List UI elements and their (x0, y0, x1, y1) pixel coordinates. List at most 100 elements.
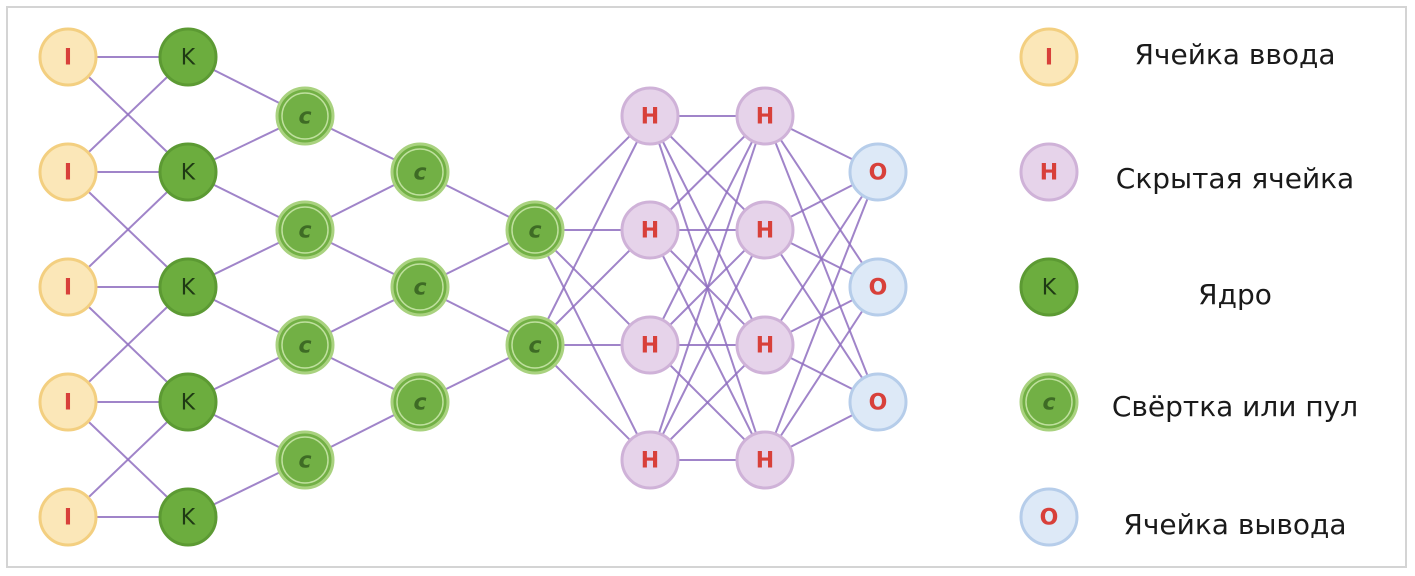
conv-neuron-circle (275, 200, 335, 260)
kernel-neuron-letter: K (181, 276, 196, 301)
conv-neuron-ring (281, 436, 329, 484)
hidden-neuron: H (735, 86, 795, 146)
conv-neuron: c (505, 200, 565, 260)
hidden-neuron-circle (620, 200, 680, 260)
input-neuron-circle (38, 257, 98, 317)
conv-neuron-ring (396, 378, 444, 426)
input-neuron-circle (38, 27, 98, 87)
kernel-neuron-circle (158, 142, 218, 202)
conv-neuron-circle (390, 372, 450, 432)
hidden-neuron-letter: H (641, 105, 659, 130)
conv-neuron: c (505, 315, 565, 375)
kernel-neuron-circle (158, 257, 218, 317)
output-neuron: O (848, 142, 908, 202)
input-neuron-circle (38, 142, 98, 202)
conv-neuron-ring (396, 263, 444, 311)
conv-neuron-letter: c (413, 276, 426, 301)
connection-line (534, 115, 651, 346)
conv-neuron-ring (281, 321, 329, 369)
hidden-neuron-circle (620, 86, 680, 146)
hidden-neuron-letter: H (756, 334, 774, 359)
output-neuron-letter: O (869, 276, 888, 301)
input-neuron: I (38, 142, 98, 202)
legend-output-icon-letter: O (1040, 506, 1059, 531)
legend-label-conv: Свёртка или пул (1111, 390, 1359, 423)
kernel-neuron: K (158, 372, 218, 432)
legend-kernel-icon-circle (1019, 257, 1079, 317)
conv-neuron-circle (275, 315, 335, 375)
conv-neuron: c (390, 372, 450, 432)
legend-input-icon: I (1019, 27, 1079, 87)
hidden-neuron-letter: H (756, 219, 774, 244)
input-neuron-circle (38, 487, 98, 547)
conv-neuron: c (275, 315, 335, 375)
conv-neuron-letter: c (298, 105, 311, 130)
conv-neuron-ring (396, 148, 444, 196)
hidden-neuron-circle (620, 315, 680, 375)
legend-output-icon-circle (1019, 487, 1079, 547)
hidden-neuron: H (735, 200, 795, 260)
conv-neuron-ring (281, 92, 329, 140)
conv-neuron-circle (505, 200, 565, 260)
kernel-neuron: K (158, 487, 218, 547)
conv-neuron: c (275, 200, 335, 260)
connection-line (764, 171, 879, 461)
input-neuron-letter: I (64, 276, 72, 301)
kernel-neuron: K (158, 27, 218, 87)
kernel-neuron-letter: K (181, 391, 196, 416)
connection-line (764, 286, 879, 461)
legend-input-icon-circle (1019, 27, 1079, 87)
conv-neuron: c (390, 142, 450, 202)
output-neuron-circle (848, 257, 908, 317)
kernel-neuron: K (158, 257, 218, 317)
conv-neuron-circle (390, 257, 450, 317)
conv-neuron-letter: c (528, 334, 541, 359)
legend-label-kernel: Ядро (1198, 278, 1272, 311)
conv-neuron-letter: c (298, 219, 311, 244)
legend-hidden-icon-circle (1019, 142, 1079, 202)
input-neuron: I (38, 27, 98, 87)
connection-line (649, 229, 766, 461)
output-neuron: O (848, 372, 908, 432)
conv-neuron: c (275, 430, 335, 490)
kernel-neuron-circle (158, 27, 218, 87)
hidden-neuron: H (735, 430, 795, 490)
legend-conv-icon-letter: c (1042, 391, 1055, 416)
conv-neuron: c (390, 257, 450, 317)
connection-line (649, 115, 766, 461)
legend-conv-icon-circle (1019, 372, 1079, 432)
kernel-neuron-letter: K (181, 46, 196, 71)
input-neuron: I (38, 372, 98, 432)
legend-conv-icon-ring (1025, 378, 1073, 426)
hidden-neuron-letter: H (641, 219, 659, 244)
legend-label-input: Ячейка ввода (1134, 38, 1336, 71)
hidden-neuron: H (620, 200, 680, 260)
connection-line (649, 115, 766, 346)
legend-label-hidden: Скрытая ячейка (1115, 162, 1355, 195)
legend-input-icon-letter: I (1045, 46, 1053, 71)
legend-hidden-icon: H (1019, 142, 1079, 202)
hidden-neuron-letter: H (641, 334, 659, 359)
input-neuron: I (38, 487, 98, 547)
input-neuron-letter: I (64, 46, 72, 71)
hidden-neuron: H (620, 315, 680, 375)
conv-neuron-letter: c (413, 391, 426, 416)
hidden-neuron-letter: H (756, 105, 774, 130)
input-neuron-letter: I (64, 391, 72, 416)
conv-neuron-letter: c (298, 449, 311, 474)
legend-kernel-icon: K (1019, 257, 1079, 317)
hidden-neuron-letter: H (641, 449, 659, 474)
kernel-neuron-letter: K (181, 161, 196, 186)
hidden-neuron-circle (735, 86, 795, 146)
input-neuron-letter: I (64, 161, 72, 186)
legend-output-icon: O (1019, 487, 1079, 547)
input-neuron: I (38, 257, 98, 317)
output-neuron: O (848, 257, 908, 317)
hidden-neuron-circle (735, 430, 795, 490)
hidden-neuron: H (620, 430, 680, 490)
hidden-neuron: H (735, 315, 795, 375)
conv-neuron-letter: c (298, 334, 311, 359)
